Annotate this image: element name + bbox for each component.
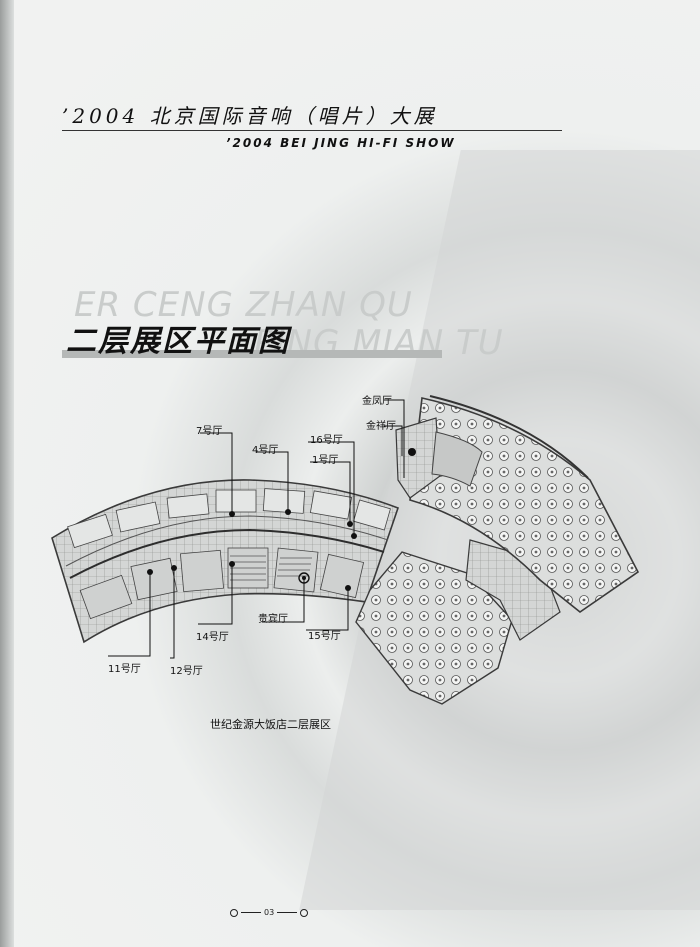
- floor-plan-title: 二层展区平面图: [66, 324, 290, 359]
- ghost-pinyin-line1: ER CENG ZHAN QU: [74, 285, 413, 325]
- northeast-facade: [429, 395, 589, 479]
- label-hall-14: 14号厅: [196, 632, 229, 643]
- label-jinxiang-hall: 金祥厅: [366, 421, 396, 432]
- page-number: 03: [264, 908, 275, 917]
- footer-rule-left: [241, 912, 261, 913]
- west-wing-halls: [79, 547, 365, 620]
- label-hall-12: 12号厅: [170, 666, 203, 677]
- label-hall-16: 16号厅: [310, 435, 343, 446]
- label-jinfeng-hall: 金凤厅: [362, 396, 392, 407]
- page-footer: 03: [230, 908, 309, 917]
- west-wing-rooms: [67, 488, 391, 549]
- northeast-prefunction: [395, 417, 441, 499]
- map-caption: 世纪金源大饭店二层展区: [210, 718, 331, 731]
- show-title-english: ’2004 BEI JING HI-FI SHOW: [226, 136, 456, 150]
- west-wing-corridor: [69, 528, 385, 579]
- heading-underbar: [62, 350, 442, 358]
- label-hall-4: 4号厅: [252, 445, 279, 456]
- label-hall-15: 15号厅: [308, 631, 341, 642]
- theater-seats: [230, 555, 312, 581]
- label-hall-1: 1号厅: [312, 455, 339, 466]
- footer-ornament-left: [230, 908, 238, 917]
- binding-spine: [0, 0, 14, 947]
- header-divider: [62, 130, 562, 131]
- label-dots: [147, 448, 416, 591]
- northeast-stage: [431, 431, 483, 487]
- footer-ornament-right: [300, 908, 309, 917]
- label-vip-hall: 贵宾厅: [258, 614, 288, 625]
- ghost-pinyin-heading: ER CENG ZHAN QU PING MIAN TU: [74, 286, 504, 362]
- show-title-chinese: ’2004 北京国际音响（唱片）大展: [62, 104, 438, 128]
- label-hall-11: 11号厅: [108, 664, 141, 675]
- label-hall-7: 7号厅: [196, 426, 223, 437]
- label-leaders: [108, 399, 405, 659]
- footer-rule-right: [277, 912, 298, 913]
- west-wing-inner-wall: [65, 515, 389, 567]
